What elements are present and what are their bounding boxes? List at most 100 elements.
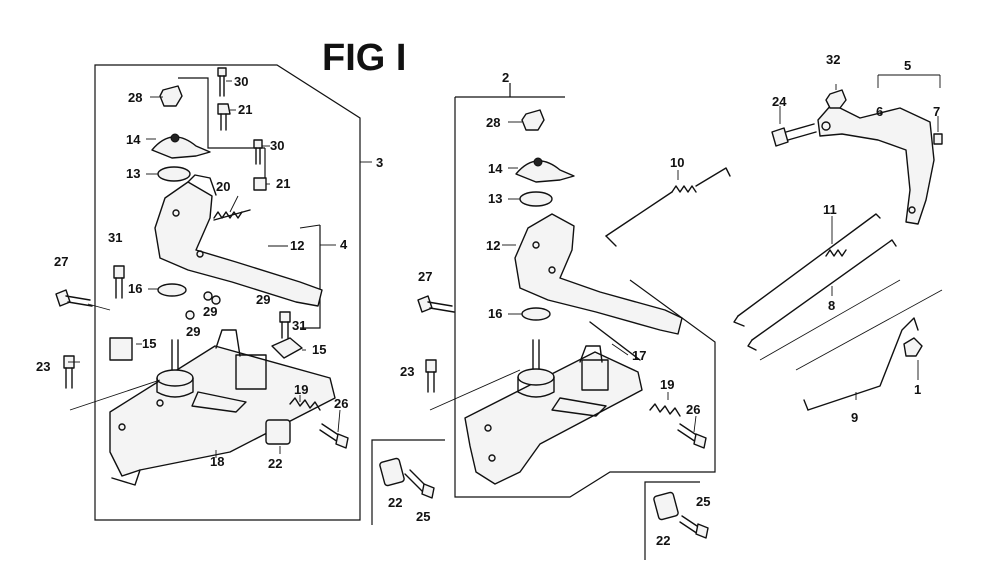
callout-23-middle: 23 <box>400 364 414 379</box>
callout-27-middle: 27 <box>418 269 432 284</box>
right-nut-32 <box>825 89 847 109</box>
callout-30-middle: 30 <box>270 138 284 153</box>
left-bolt-26 <box>319 423 349 449</box>
left-bolt-23 <box>63 355 75 389</box>
callout-18: 18 <box>210 454 224 469</box>
right-rod-11 <box>733 213 881 327</box>
left-assembly-frame <box>94 64 361 521</box>
left-washer-13 <box>157 166 191 182</box>
callout-5: 5 <box>904 58 911 73</box>
collar-bolt-box-right <box>644 481 709 560</box>
callout-21-middle: 21 <box>276 176 290 191</box>
callout-31-right: 31 <box>292 318 306 333</box>
left-leader-lines <box>68 80 372 458</box>
left-collar-22 <box>265 419 291 445</box>
middle-assembly-frame <box>454 83 716 498</box>
callout-11: 11 <box>823 202 837 217</box>
callout-8: 8 <box>828 298 835 313</box>
callout-19-left: 19 <box>294 382 308 397</box>
left-screw-21-mid <box>253 177 267 191</box>
callout-10: 10 <box>670 155 684 170</box>
callout-32: 32 <box>826 52 840 67</box>
right-lever-bracket-6 <box>817 103 935 225</box>
middle-bolt-23 <box>425 359 437 393</box>
callout-16-left: 16 <box>128 281 142 296</box>
callout-25-box-left: 25 <box>416 509 430 524</box>
left-spring-20 <box>213 209 251 221</box>
callout-4: 4 <box>340 237 348 252</box>
callout-15-a: 15 <box>142 336 156 351</box>
left-clip-15-b <box>271 337 303 359</box>
callout-12-middle: 12 <box>486 238 500 253</box>
callout-21-top: 21 <box>238 102 252 117</box>
callout-22-box-right: 22 <box>656 533 670 548</box>
middle-spring-19 <box>649 403 681 417</box>
callout-31-left: 31 <box>108 230 122 245</box>
left-clip-15-a <box>109 337 133 361</box>
callout-9: 9 <box>851 410 858 425</box>
callout-24: 24 <box>772 94 787 109</box>
middle-bolt-26 <box>677 423 707 449</box>
middle-washer-13 <box>519 191 553 207</box>
left-nut-29-c <box>211 295 221 305</box>
callout-22-box-left: 22 <box>388 495 402 510</box>
middle-control-base-plate <box>464 345 643 485</box>
callout-29-a: 29 <box>186 324 200 339</box>
callout-1: 1 <box>914 382 921 397</box>
middle-control-lever <box>514 213 683 335</box>
middle-nut-28 <box>521 109 545 131</box>
callout-19-middle: 19 <box>660 377 674 392</box>
left-spring-19 <box>289 397 321 411</box>
callout-29-c: 29 <box>203 304 217 319</box>
middle-bolt-27 <box>417 295 455 313</box>
callout-3: 3 <box>376 155 383 170</box>
middle-rod-17 <box>589 321 641 361</box>
right-frame-line-upper <box>759 279 901 361</box>
middle-mount-boss <box>517 339 555 398</box>
middle-washer-16 <box>521 307 551 321</box>
callout-16-middle: 16 <box>488 306 502 321</box>
callout-28-left: 28 <box>128 90 142 105</box>
callout-6: 6 <box>876 104 883 119</box>
middle-holder-14 <box>515 157 575 183</box>
callout-15-b: 15 <box>312 342 326 357</box>
callout-30-top: 30 <box>234 74 248 89</box>
left-bolt-31 <box>113 265 125 299</box>
left-washer-16 <box>157 283 187 297</box>
right-rod-9 <box>803 317 919 411</box>
callout-29-b: 29 <box>256 292 270 307</box>
right-pin-7 <box>933 133 943 145</box>
left-bolt-27 <box>55 289 93 307</box>
callout-26-left: 26 <box>334 396 348 411</box>
callout-27-left: 27 <box>54 254 68 269</box>
left-holder-14 <box>151 133 211 159</box>
collar-bolt-box-left <box>371 439 445 525</box>
right-frame-line-lower <box>795 289 943 371</box>
left-nut-29-b <box>203 291 213 301</box>
right-bolt-24 <box>771 123 817 147</box>
right-rod-8 <box>747 239 897 351</box>
callout-23-left: 23 <box>36 359 50 374</box>
left-nut-28 <box>159 85 183 107</box>
callout-17: 17 <box>632 348 646 363</box>
callout-7: 7 <box>933 104 940 119</box>
callout-12-left: 12 <box>290 238 304 253</box>
left-bolt-30-top <box>217 67 227 97</box>
right-leader-lines <box>779 84 939 400</box>
left-bolt-30-mid <box>253 139 263 165</box>
callout-20: 20 <box>216 179 230 194</box>
left-control-lever <box>154 174 323 307</box>
left-nut-29-a <box>185 310 195 320</box>
left-screw-21-top <box>217 103 231 131</box>
right-clip-1 <box>903 337 923 357</box>
callout-2: 2 <box>502 70 509 85</box>
callout-labels: 1 2 3 4 5 6 7 8 9 10 11 12 12 13 13 14 1… <box>36 52 940 548</box>
callout-26-middle: 26 <box>686 402 700 417</box>
callout-28-middle: 28 <box>486 115 500 130</box>
callout-14-left: 14 <box>126 132 141 147</box>
callout-22-left: 22 <box>268 456 282 471</box>
callout-14-middle: 14 <box>488 161 503 176</box>
left-mount-boss <box>156 339 194 398</box>
callout-25-box-right: 25 <box>696 494 710 509</box>
